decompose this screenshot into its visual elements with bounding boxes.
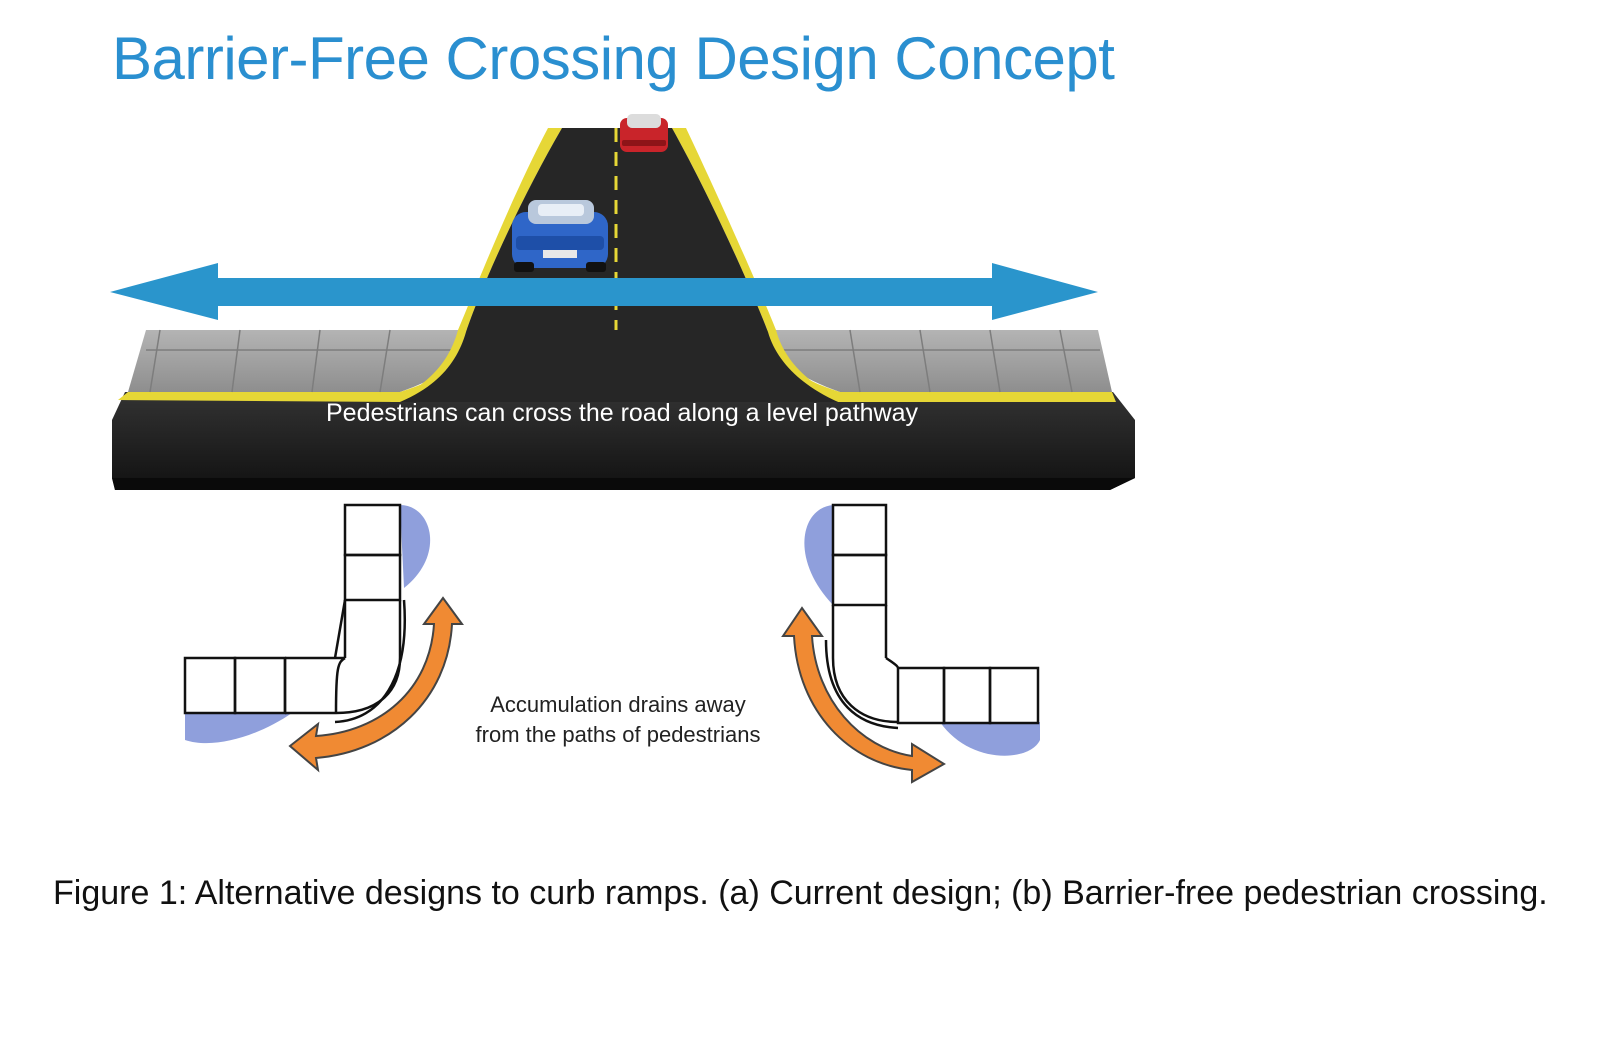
road (390, 128, 848, 402)
left-sidewalk (118, 329, 476, 402)
crossing-path-arrow (110, 263, 1098, 320)
left-curb-detail (183, 503, 464, 773)
road-label: Pedestrians can cross the road along a l… (326, 399, 919, 427)
left-water-top (400, 505, 431, 588)
right-curb-detail (781, 503, 1040, 784)
left-drain-arrow (288, 596, 464, 773)
crossing-illustration: Pedestrians can cross the road along a l… (110, 114, 1135, 784)
left-water-bottom (185, 713, 292, 744)
red-car-icon (620, 114, 668, 152)
diagram-title: Barrier-Free Crossing Design Concept (112, 25, 1115, 92)
drain-label-line1: Accumulation drains away (490, 692, 746, 717)
blue-car-icon (512, 200, 608, 272)
right-drain-arrow (781, 606, 946, 784)
road-base-slab (112, 392, 1135, 490)
right-water-top (804, 505, 833, 605)
figure-caption: Figure 1: Alternative designs to curb ra… (53, 874, 1548, 912)
right-water-bottom (940, 722, 1040, 756)
drain-label-line2: from the paths of pedestrians (476, 722, 761, 747)
right-sidewalk (766, 329, 1116, 402)
